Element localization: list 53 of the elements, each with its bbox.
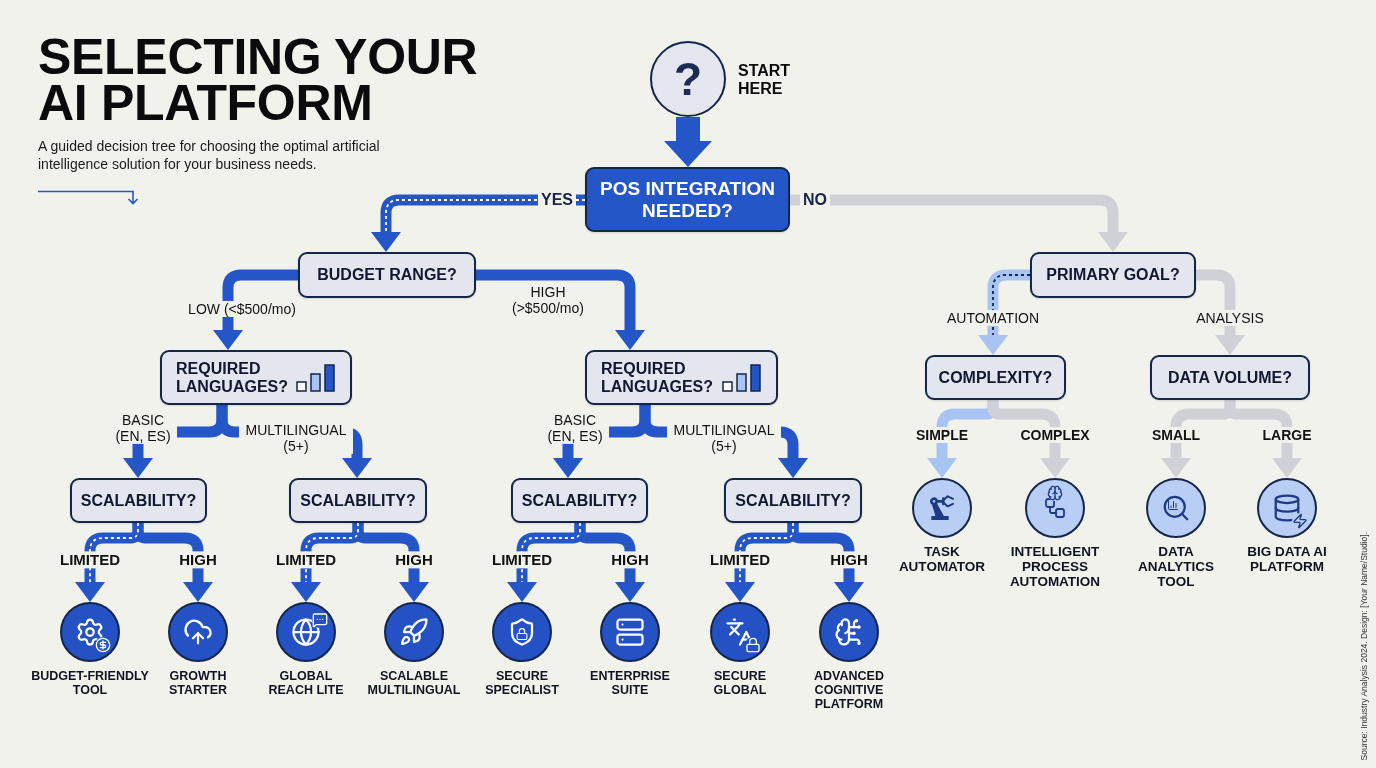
outcome-label: GROWTH STARTER bbox=[167, 670, 229, 698]
edge-label: ANALYSIS bbox=[1193, 309, 1267, 327]
outcome-label: ENTERPRISE SUITE bbox=[589, 670, 671, 698]
subtitle: A guided decision tree for choosing the optimal artificial intelligence solution for your business needs. bbox=[38, 137, 381, 173]
decision-box bbox=[1150, 355, 1310, 400]
arrow bbox=[476, 269, 645, 350]
decision-box bbox=[298, 252, 476, 298]
outcome-label: BIG DATA AI PLATFORM bbox=[1246, 545, 1328, 575]
arrow bbox=[574, 523, 645, 602]
source-note: Source: Industry Analysis 2024. Design: [Your Name/Studio]. bbox=[1359, 531, 1369, 760]
decision-box bbox=[70, 478, 207, 523]
title: SELECTING YOUR AI PLATFORM bbox=[38, 34, 479, 126]
box-label: SCALABILITY? bbox=[300, 491, 416, 510]
decision-box bbox=[289, 478, 427, 523]
decision-box bbox=[511, 478, 648, 523]
decision-box bbox=[925, 355, 1066, 400]
box-label: BUDGET RANGE? bbox=[317, 266, 457, 284]
outcome-label: GLOBAL REACH LITE bbox=[267, 670, 345, 698]
outcome-label: SECURE GLOBAL bbox=[712, 670, 768, 698]
box-label: SCALABILITY? bbox=[80, 491, 197, 510]
start-label: START HERE bbox=[738, 62, 792, 98]
box-label: SCALABILITY? bbox=[521, 491, 638, 510]
arrow bbox=[1224, 400, 1302, 478]
outcome-label: INTELLIGENT PROCESS AUTOMATION bbox=[1008, 545, 1102, 590]
outcome-label: TASK AUTOMATOR bbox=[897, 545, 987, 575]
arrow bbox=[371, 194, 585, 252]
decision-box bbox=[724, 478, 862, 523]
box-label: COMPLEXITY? bbox=[938, 368, 1053, 387]
decision-box bbox=[585, 350, 778, 405]
arrow bbox=[987, 400, 1070, 478]
decision-box bbox=[1030, 252, 1196, 298]
arrow bbox=[352, 523, 429, 602]
arrow bbox=[213, 269, 298, 350]
decision-box bbox=[160, 350, 352, 405]
outcome-label: SCALABLE MULTILINGUAL bbox=[366, 670, 462, 698]
box-label: REQUIRED LANGUAGES? bbox=[601, 359, 713, 396]
outcome-label: DATA ANALYTICS TOOL bbox=[1137, 545, 1215, 590]
box-label: POS INTEGRATION NEEDED? bbox=[599, 178, 776, 221]
arrow bbox=[132, 523, 213, 602]
arrow bbox=[790, 194, 1128, 252]
outcome-label: ADVANCED COGNITIVE PLATFORM bbox=[813, 670, 885, 712]
outcome-label: SECURE SPECIALIST bbox=[484, 670, 560, 698]
arrow bbox=[1196, 269, 1245, 355]
box-label: SCALABILITY? bbox=[735, 491, 851, 510]
box-label: REQUIRED LANGUAGES? bbox=[176, 359, 288, 396]
decision-box-filled bbox=[585, 167, 790, 232]
arrow bbox=[787, 523, 864, 602]
outcome-label: BUDGET-FRIENDLY TOOL bbox=[30, 670, 150, 698]
box-label: DATA VOLUME? bbox=[1167, 368, 1293, 387]
arrow bbox=[664, 117, 712, 167]
box-label: PRIMARY GOAL? bbox=[1046, 266, 1180, 284]
question-mark: ? bbox=[673, 56, 703, 102]
arrow bbox=[978, 269, 1030, 355]
